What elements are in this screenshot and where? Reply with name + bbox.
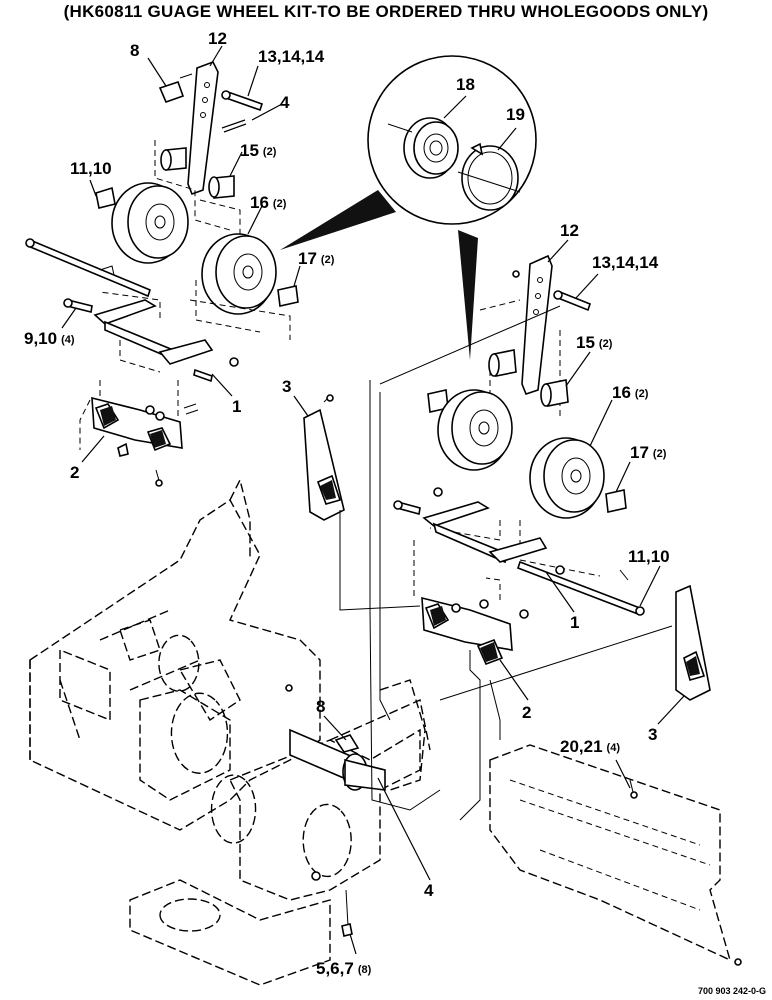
callout-1-top: 1 bbox=[232, 397, 241, 416]
callout-13-right: 13,14,14 bbox=[592, 253, 659, 272]
callout-8-top: 8 bbox=[130, 41, 139, 60]
callout-8-bottom: 8 bbox=[316, 697, 325, 716]
part-2-bracket-left bbox=[91, 396, 183, 452]
callout-3-right: 3 bbox=[648, 725, 657, 744]
part-19-snap-ring bbox=[461, 142, 519, 211]
left-gauge-assembly bbox=[25, 60, 299, 487]
callout-17-top: 17(2) bbox=[298, 249, 335, 268]
part-12-bar-right bbox=[521, 254, 553, 395]
callout-4-bottom: 4 bbox=[424, 881, 434, 900]
frame-shaft bbox=[289, 728, 386, 791]
callout-19: 19 bbox=[506, 105, 525, 124]
part-3-bracket-mid bbox=[303, 394, 345, 521]
part-16-wheel-left-a bbox=[111, 182, 189, 264]
part-17-spacer-right bbox=[605, 489, 627, 513]
right-gauge-assembly bbox=[393, 254, 711, 701]
reference-number: 700 903 242-0-G bbox=[698, 986, 766, 996]
part-1-axle-right bbox=[422, 501, 490, 527]
callout-4-top: 4 bbox=[280, 93, 290, 112]
callout-16-right: 16(2) bbox=[612, 383, 649, 402]
callout-17-right: 17(2) bbox=[630, 443, 667, 462]
callout-2-top: 2 bbox=[70, 463, 79, 482]
callout-15-right: 15(2) bbox=[576, 333, 613, 352]
callout-13-top: 13,14,14 bbox=[258, 47, 325, 66]
part-8-pin-bottom bbox=[334, 734, 360, 753]
part-13-bolt-right bbox=[557, 290, 591, 312]
callout-labels: 8 12 13,14,14 4 15(2) 11,10 16(2) 17(2) … bbox=[24, 29, 670, 978]
part-8-pin-top bbox=[158, 80, 185, 104]
callout-11-top: 11,10 bbox=[70, 159, 112, 178]
callout-20: 20,21(4) bbox=[560, 737, 620, 756]
part-16-wheel-right-b bbox=[529, 437, 605, 519]
part-3-bracket-right bbox=[675, 584, 711, 701]
callout-12-top: 12 bbox=[208, 29, 227, 48]
part-2-bracket-right bbox=[421, 596, 513, 666]
callout-11-right: 11,10 bbox=[628, 547, 670, 566]
callout-12-right: 12 bbox=[560, 221, 579, 240]
diagram-title: (HK60811 GUAGE WHEEL KIT-TO BE ORDERED T… bbox=[63, 2, 709, 21]
callout-3-mid: 3 bbox=[282, 377, 291, 396]
callout-9-top: 9,10(4) bbox=[24, 329, 75, 348]
part-17-spacer-left bbox=[277, 285, 299, 307]
callout-2-right: 2 bbox=[522, 703, 531, 722]
callout-15-top: 15(2) bbox=[240, 141, 277, 160]
part-11-bolt-right bbox=[516, 560, 642, 616]
callout-16-top: 16(2) bbox=[250, 193, 287, 212]
part-16-wheel-right-a bbox=[437, 389, 513, 471]
callout-18: 18 bbox=[456, 75, 475, 94]
callout-5: 5,6,7(8) bbox=[316, 959, 372, 978]
callout-1-right: 1 bbox=[570, 613, 579, 632]
part-18-bearing bbox=[403, 117, 459, 179]
leader-lines bbox=[61, 45, 685, 955]
part-13-bolt-left bbox=[224, 90, 264, 112]
part-12-bar-left bbox=[187, 60, 219, 196]
routing-lines bbox=[285, 305, 742, 966]
part-1-axle-left bbox=[93, 299, 157, 325]
part-16-wheel-left-b bbox=[201, 233, 277, 315]
detail-magnifier bbox=[280, 55, 537, 360]
